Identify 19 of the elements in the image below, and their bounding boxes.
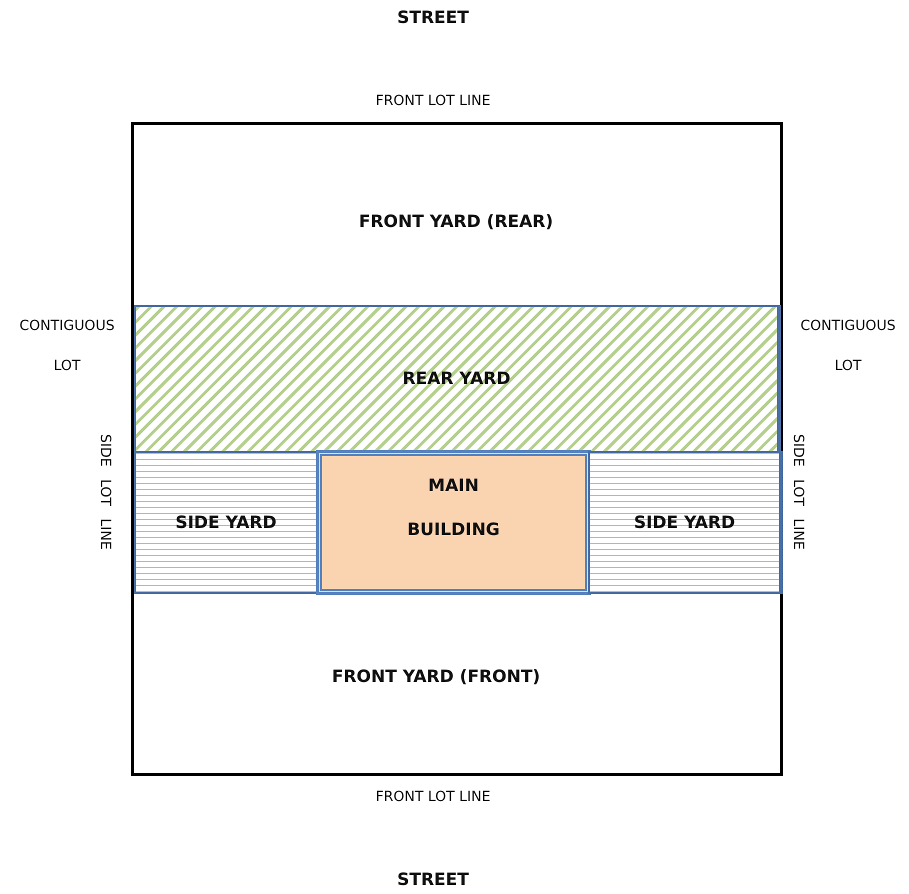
area-label: MAIN BUILDING [406,474,501,542]
lot-line-label: FRONT LOT LINE [376,93,490,109]
area-label: SIDE YARD [632,512,736,532]
lot-line-label: SIDE LOT LINE [97,434,113,550]
area-label: REAR YARD [402,369,512,389]
street-label: STREET [397,8,469,28]
contiguous-lot-label: CONTIGUOUS LOT [799,317,897,376]
side-yard-area [588,451,783,594]
area-label: SIDE YARD [174,512,278,532]
contiguous-lot-label: CONTIGUOUS LOT [18,317,116,376]
yard-label: FRONT YARD (REAR) [358,212,554,232]
lot-outline [131,122,783,776]
lot-line-label: SIDE LOT LINE [790,434,806,550]
main-building [317,451,590,594]
street-label: STREET [397,870,469,890]
side-yard-area [134,451,318,594]
lot-line-label: FRONT LOT LINE [376,789,490,805]
rear-yard-area [134,305,781,453]
yard-label: FRONT YARD (FRONT) [332,667,540,687]
